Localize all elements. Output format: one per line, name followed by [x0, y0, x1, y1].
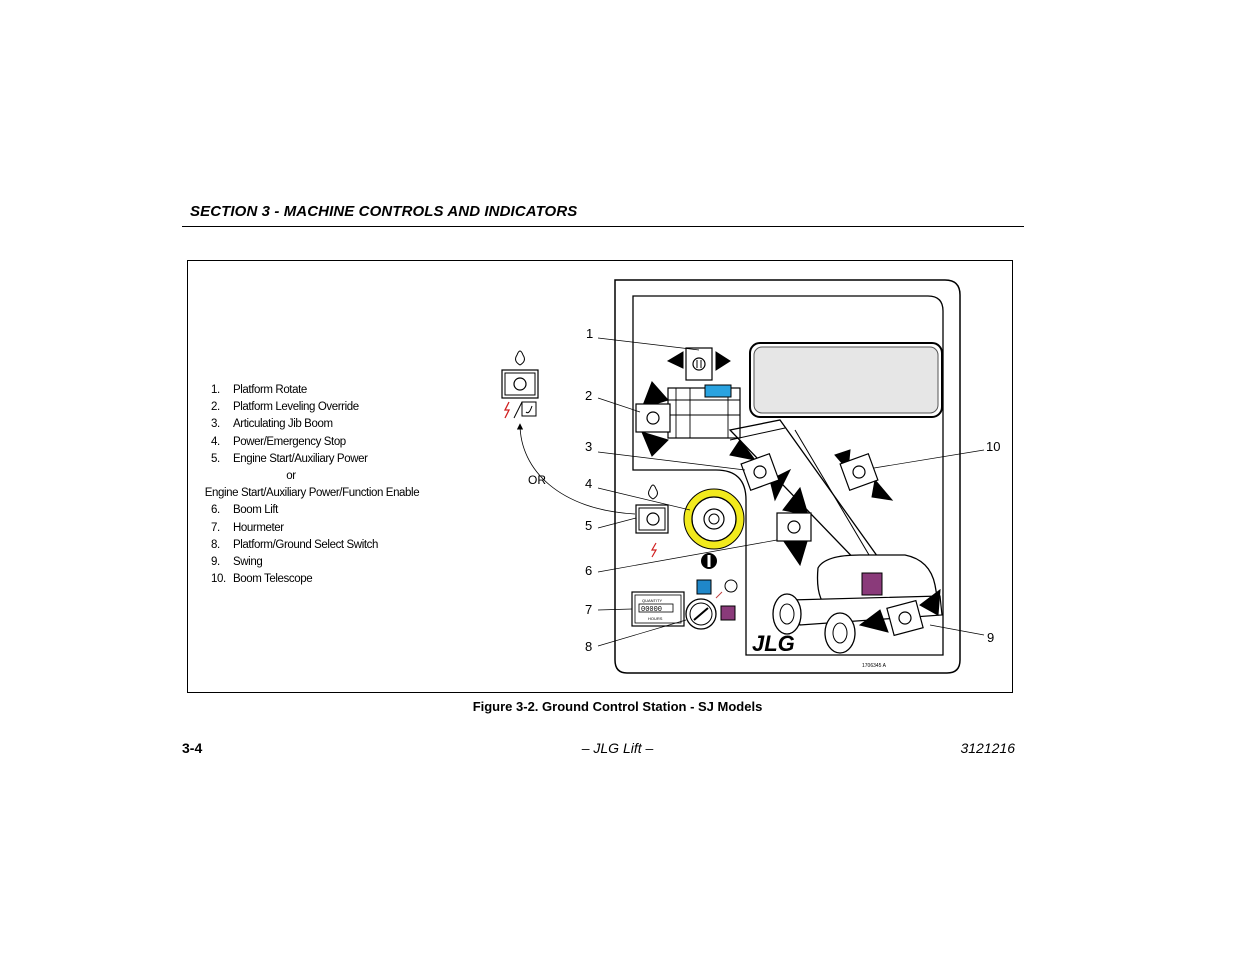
legend-label: Hourmeter	[233, 521, 284, 534]
slash-divider	[513, 401, 523, 419]
legend-label: Engine Start/Auxiliary Power/Function En…	[204, 487, 420, 500]
figure-legend: 1. Platform Rotate 2. Platform Leveling Ov…	[205, 382, 420, 588]
callout-1: 1	[586, 326, 593, 341]
legend-item: 5. Engine Start/Auxiliary Power	[211, 451, 378, 468]
legend-item: 10. Boom Telescope	[211, 571, 378, 588]
legend-item: 8. Platform/Ground Select Switch	[211, 537, 378, 554]
hourmeter-bottom-label: HOURS	[648, 616, 663, 621]
callout-2: 2	[585, 388, 592, 403]
legend-number: 4.	[211, 435, 220, 448]
hourmeter-top-label: QUANTITY	[642, 598, 663, 603]
figure-frame	[187, 260, 1013, 693]
legend-item: or	[211, 468, 378, 485]
header-rule	[182, 226, 1024, 227]
section-title: SECTION 3 - MACHINE CONTROLS AND INDICAT…	[190, 203, 578, 220]
footer-title: – JLG Lift –	[581, 740, 654, 756]
legend-item: Engine Start/Auxiliary Power/Function En…	[205, 485, 420, 502]
function-switches	[635, 347, 941, 637]
legend-label: Power/Emergency Stop	[233, 435, 346, 448]
function-enable-icon	[521, 401, 537, 417]
callout-5: 5	[585, 518, 592, 533]
platform-control-box	[704, 384, 732, 398]
alternate-start-switch	[501, 350, 539, 419]
legend-item: 3. Articulating Jib Boom	[211, 416, 378, 433]
hourmeter	[631, 591, 685, 627]
legend-item: 2. Platform Leveling Override	[211, 399, 378, 416]
callout-7: 7	[585, 602, 592, 617]
callout-4: 4	[585, 476, 592, 491]
legend-label: Platform/Ground Select Switch	[233, 538, 378, 551]
blue-indicator	[696, 579, 712, 595]
auxiliary-power-icon	[650, 542, 658, 558]
callout-leaders	[597, 337, 985, 647]
legend-number: 1.	[211, 384, 220, 396]
legend-label: Articulating Jib Boom	[233, 418, 333, 431]
select-switch	[685, 598, 717, 630]
legend-label: or	[286, 469, 296, 482]
legend-number: 7.	[211, 521, 220, 534]
document-number: 3121216	[960, 740, 1015, 756]
page-number: 3-4	[182, 740, 203, 756]
legend-label: Platform Leveling Override	[233, 401, 359, 414]
legend-label: Engine Start/Auxiliary Power	[233, 452, 368, 465]
legend-label: Boom Telescope	[233, 573, 313, 586]
indicator-light	[724, 579, 738, 593]
or-arrow	[516, 423, 636, 515]
legend-item: 6. Boom Lift	[211, 502, 378, 519]
figure-caption: Figure 3-2. Ground Control Station - SJ …	[472, 699, 763, 714]
engine-start-switch	[635, 484, 669, 558]
or-label: OR	[528, 473, 546, 487]
legend-number: 6.	[211, 504, 220, 517]
legend-label: Swing	[233, 555, 263, 568]
legend-item: 4. Power/Emergency Stop	[211, 434, 378, 451]
legend-number: 9.	[211, 555, 220, 568]
auxiliary-power-icon	[503, 401, 511, 419]
legend-number: 10.	[211, 573, 226, 586]
legend-number: 3.	[211, 418, 220, 431]
emergency-stop-button	[683, 488, 745, 550]
hourmeter-digits: 00000	[641, 606, 662, 614]
engine-icon	[648, 484, 658, 500]
legend-item: 7. Hourmeter	[211, 520, 378, 537]
legend-label: Platform Rotate	[233, 384, 307, 396]
legend-label: Boom Lift	[233, 504, 278, 517]
display-window	[749, 342, 943, 418]
jlg-logo: JLG	[752, 631, 795, 656]
callout-3: 3	[585, 439, 592, 454]
callout-6: 6	[585, 563, 592, 578]
callout-9: 9	[987, 630, 994, 645]
legend-item: 1. Platform Rotate	[211, 382, 378, 399]
callout-10: 10	[986, 439, 1000, 454]
part-number: 1706345 A	[862, 663, 887, 669]
callout-8: 8	[585, 639, 592, 654]
legend-item: 9. Swing	[211, 554, 378, 571]
legend-number: 2.	[211, 401, 220, 414]
link-icon	[715, 591, 723, 599]
legend-number: 5.	[211, 452, 220, 465]
legend-number: 8.	[211, 538, 220, 551]
engine-icon	[515, 350, 525, 366]
power-icon	[701, 553, 717, 569]
purple-indicator	[720, 605, 736, 621]
